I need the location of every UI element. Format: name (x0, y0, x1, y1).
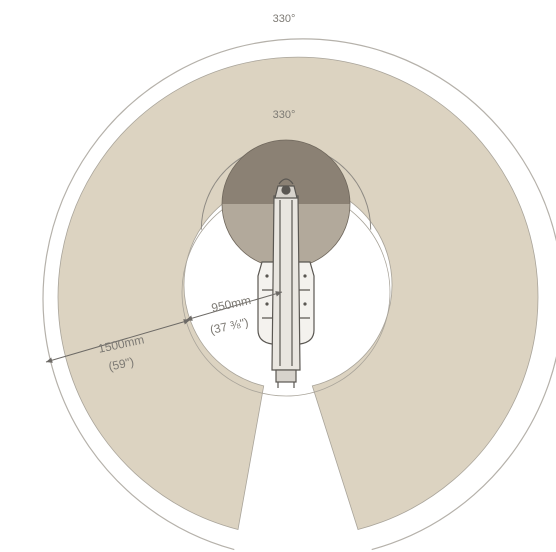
inner-reach-imperial-label: (37 ⅜") (209, 315, 250, 337)
outer-sweep-arc (42, 38, 556, 551)
outer-reach-imperial-label: (59") (107, 355, 135, 374)
outer-reach-dimension-line (45, 319, 191, 363)
inner-reach-dimension-line (185, 291, 283, 321)
inner-reach-metric-label: 950mm (210, 293, 252, 315)
outer-sweep-angle-label: 330° (273, 13, 296, 25)
inner-sweep-angle-label: 330° (273, 109, 296, 121)
